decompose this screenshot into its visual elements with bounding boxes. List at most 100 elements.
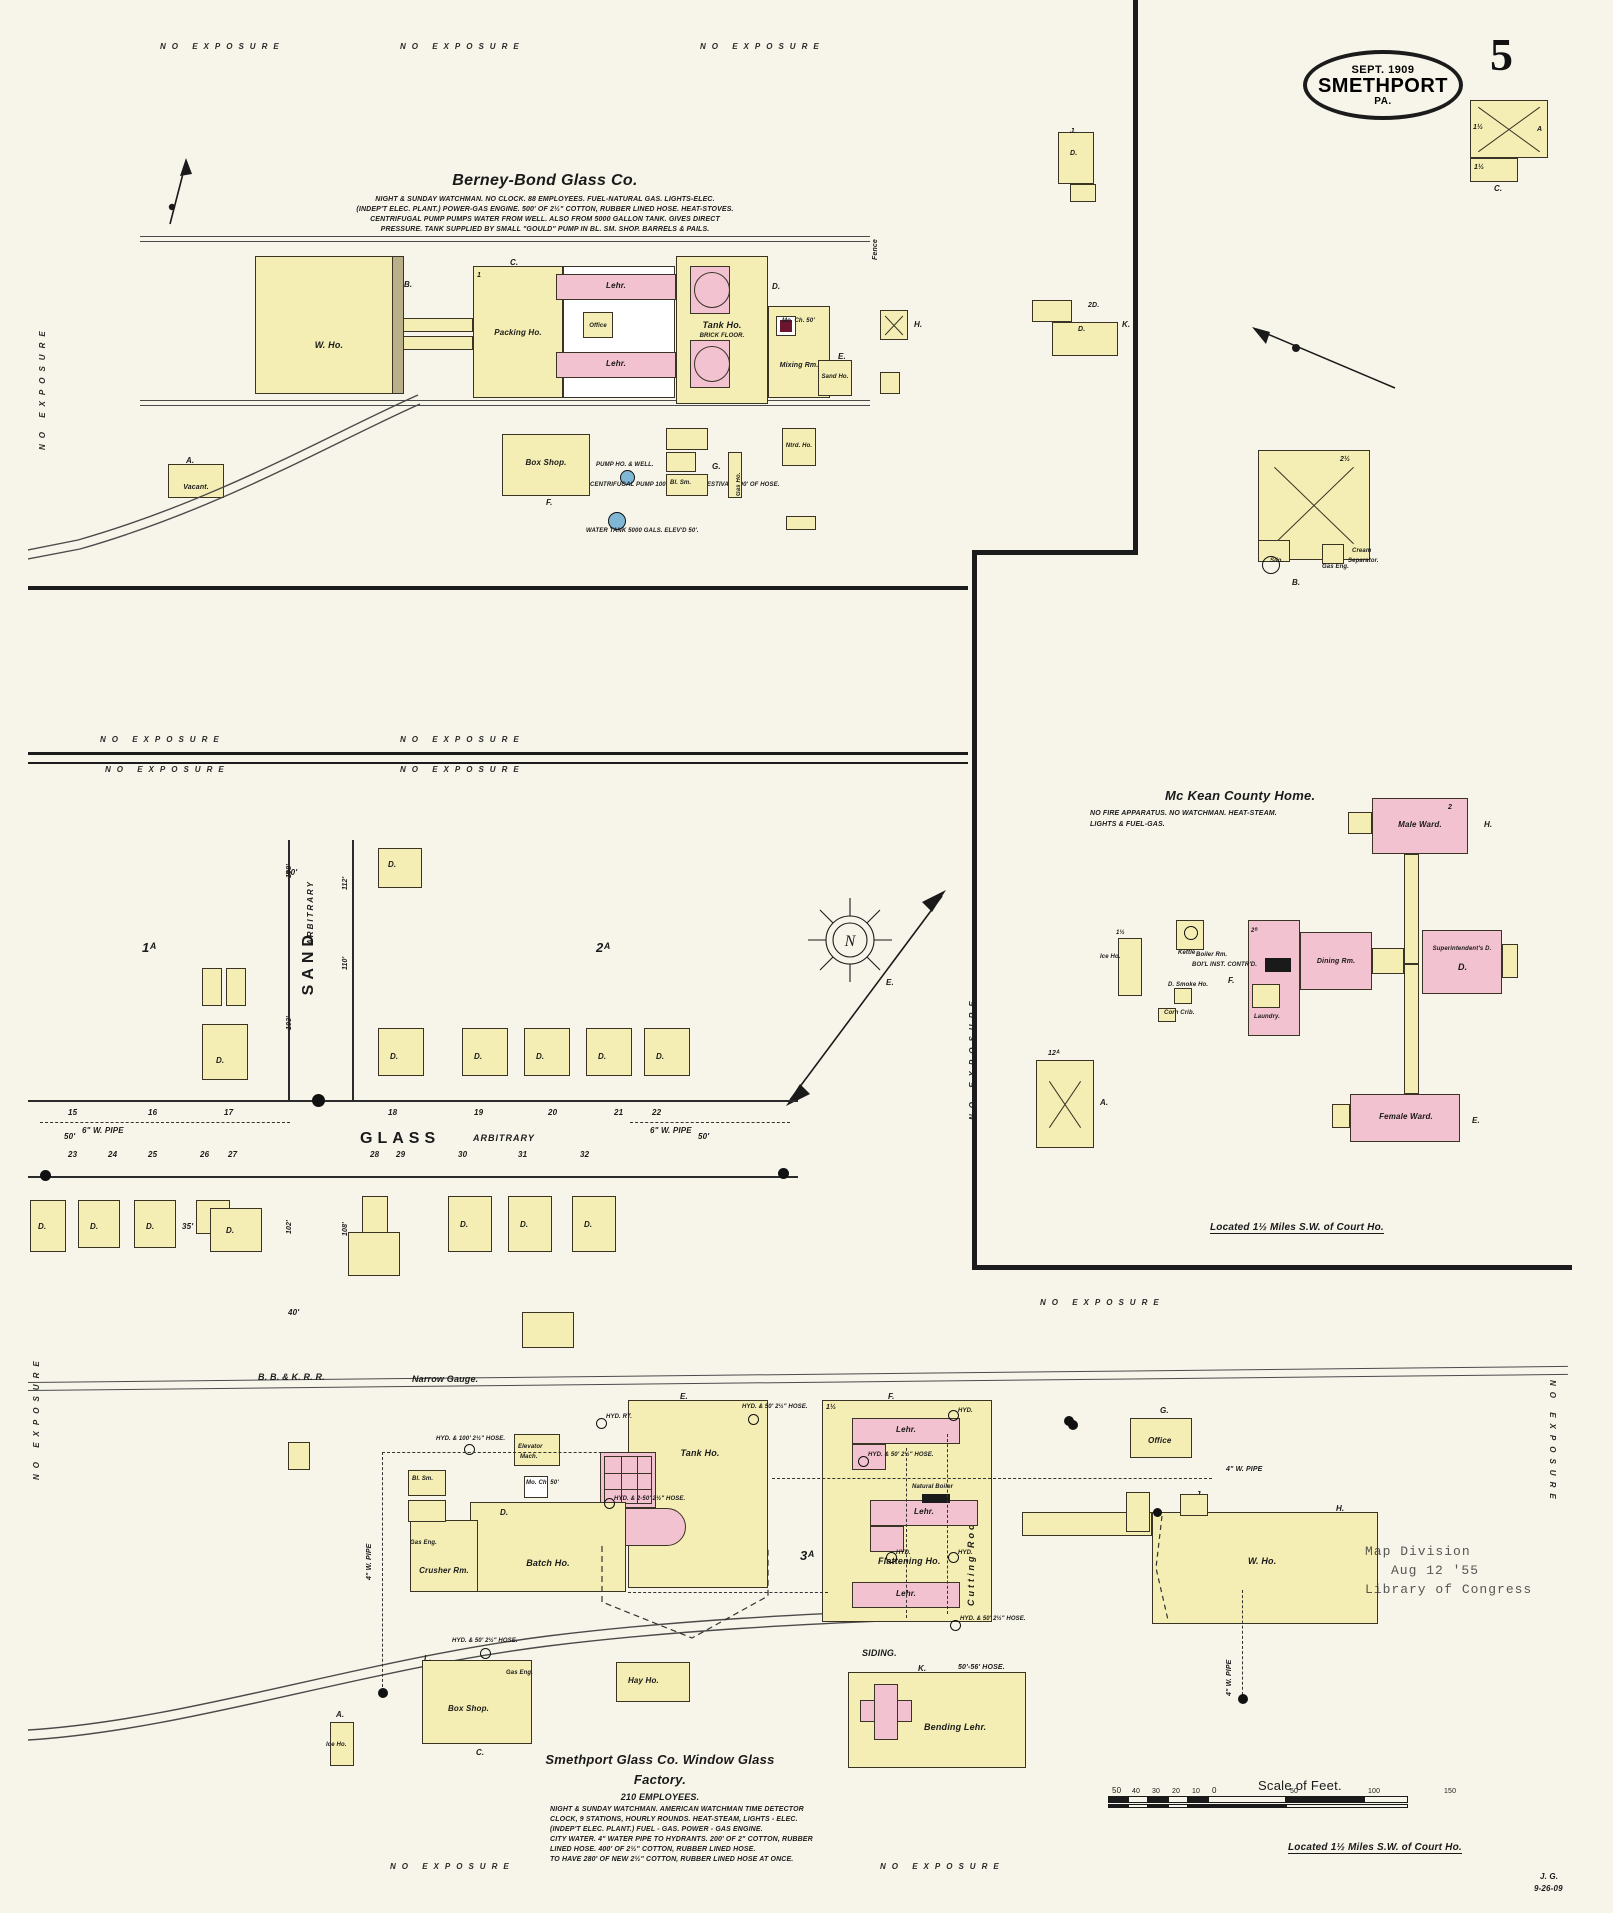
building-corner-frame (1470, 100, 1548, 158)
dwelling-2a-3 (462, 1028, 508, 1076)
dwelling-mark: D. (460, 1220, 469, 1229)
street-line-sand-east (352, 840, 354, 1102)
melting-tank-bottom (694, 346, 730, 382)
dwelling-mark: D. (598, 1052, 607, 1061)
building-label-vacant: Vacant. (183, 484, 209, 491)
section-letter-a2: A. (1100, 1098, 1109, 1107)
margin-no-exposure-top3: NO EXPOSURE (700, 42, 825, 51)
lot-number: 21 (614, 1108, 624, 1117)
label-gas-engine: Gas Eng. (1322, 564, 1349, 570)
berney-bond-title: Berney-Bond Glass Co. (452, 172, 638, 189)
label-cream-separator: Cream (1352, 548, 1372, 554)
building-label-hay-house: Hay Ho. (628, 1676, 659, 1685)
building-label-sg-warehouse: W. Ho. (1248, 1556, 1277, 1566)
label-sg-ice-house: Ice Ho. (326, 1742, 347, 1748)
section-letter-k3: K. (918, 1664, 927, 1673)
compass-east-label: E. (886, 978, 894, 987)
hydrant-note-8: HYD. & 100' 2½" HOSE. (436, 1436, 506, 1442)
pipe-label-4in-3: 4" W. PIPE (1226, 1659, 1233, 1697)
hydrant-note-9: HYD. & 50' 2½" HOSE. (742, 1404, 808, 1410)
building-height-mark: 1½ (1474, 164, 1485, 171)
section-letter-a3: A. (336, 1710, 345, 1719)
property-line-horizontal2 (972, 1265, 1572, 1270)
interior-partition-dashed (947, 1434, 948, 1614)
building-female-ward-porch (1332, 1104, 1350, 1128)
section-letter-f: F. (546, 498, 553, 507)
hydrant-note-3: HYD. (896, 1550, 911, 1556)
smethport-desc-4: CITY WATER. 4" WATER PIPE TO HYDRANTS. 2… (550, 1836, 813, 1843)
hydrant-icon (948, 1410, 959, 1421)
scale-tick-20: 20 (1172, 1788, 1181, 1795)
building-label-blacksmith: Bl. Sm. (670, 480, 692, 486)
corridor-junction (1126, 1492, 1150, 1532)
building-superintendent-porch (1502, 944, 1518, 978)
surveyor-initials: J. G. (1540, 1872, 1559, 1881)
water-pipe-line-2 (630, 1122, 790, 1123)
dwelling-1a-3 (202, 1024, 248, 1080)
margin-no-exposure-bottom: NO EXPOSURE (390, 1862, 515, 1871)
berney-bond-desc-4: PRESSURE. TANK SUPPLIED BY SMALL "GOULD"… (380, 226, 710, 233)
water-pipe-horizontal (382, 1452, 622, 1453)
building-male-ward (1372, 798, 1468, 854)
building-label-female-ward: Female Ward. (1379, 1112, 1433, 1121)
rail-line (140, 400, 870, 401)
building-label-superintendent: Superintendent's D. (1432, 946, 1492, 952)
map-city: SMETHPORT (1317, 74, 1449, 97)
building-top-right-1 (1058, 132, 1094, 184)
boiler-marker (1265, 958, 1291, 972)
dim-108: 108' (286, 864, 293, 878)
dwelling-lot-28b (348, 1232, 400, 1276)
dwelling-mark: D. (226, 1226, 235, 1235)
building-sg-ice-house (330, 1722, 354, 1766)
building-mark: J. (1070, 128, 1077, 135)
building-height-mark: 2½ (1340, 456, 1351, 463)
dim-103: 103' (286, 1016, 293, 1030)
lot-number: 31 (518, 1150, 528, 1159)
label-ice-house: Ice Ho. (1100, 954, 1121, 960)
building-label-sand: Sand Ho. (821, 374, 849, 380)
dwelling-lot-27 (210, 1208, 262, 1252)
building-sublabel-brick-floor: BRICK FLOOR. (699, 333, 745, 339)
building-label-sg-office: Office (1148, 1436, 1172, 1445)
library-of-congress-stamp: Map Division Aug 12 '55 Library of Congr… (1365, 1543, 1532, 1600)
bending-lehr-dimension: 50'-56' HOSE. (958, 1664, 1005, 1671)
lot-number: 29 (396, 1150, 406, 1159)
dwelling-1a-2 (226, 968, 246, 1006)
post-dot-2 (1068, 1420, 1078, 1430)
north-arrow-icon (168, 158, 192, 225)
street-corner-dot (312, 1094, 325, 1107)
svg-text:N: N (844, 933, 857, 950)
well-marker (620, 470, 635, 485)
interior-partition-dashed-2 (906, 1448, 907, 1618)
margin-no-exposure-left2: NO EXPOSURE (32, 1355, 41, 1480)
scale-bar (1108, 1796, 1408, 1808)
building-smoke-house (1174, 988, 1192, 1004)
building-top-right-2 (1070, 184, 1096, 202)
direction-arrow-icon (1252, 327, 1396, 389)
smethport-desc-3: (INDEP'T ELEC. PLANT.) FUEL - GAS. POWER… (550, 1826, 763, 1833)
smethport-glass-title-2: Factory. (633, 1772, 687, 1787)
hydrant-dot (40, 1170, 51, 1181)
section-letter-b2: B. (1292, 578, 1301, 587)
section-letter-k: K. (1122, 320, 1131, 329)
label-silo: Silo. (1270, 558, 1284, 564)
building-corn-crib (1158, 1008, 1176, 1022)
scale-tick-50: 50 (1112, 1786, 1122, 1795)
mckean-located-note: Located 1½ Miles S.W. of Court Ho. (1210, 1222, 1384, 1234)
mckean-home-title: Mc Kean County Home. (1165, 788, 1316, 803)
building-label-dining: Dining Rm. (1316, 958, 1356, 965)
building-sand-house (818, 360, 852, 396)
label-fence: Fence (872, 239, 879, 260)
dwelling-lot-32 (572, 1196, 616, 1252)
building-label-sg-lehr-2: Lehr. (914, 1507, 934, 1516)
building-elevator-machine (514, 1434, 560, 1466)
street-suffix-sand: ARBITRARY (306, 880, 315, 945)
railroad-gauge-label: Narrow Gauge. (412, 1374, 479, 1384)
lot-number: 28 (370, 1150, 380, 1159)
scale-tick-10: 10 (1192, 1788, 1201, 1795)
dwelling-lot-south (522, 1312, 574, 1348)
corridor-dining-link (1372, 948, 1404, 974)
section-letter-b: B. (404, 280, 413, 289)
hydrant-note-7: HYD. & 2-50' 2½" HOSE. (614, 1496, 686, 1502)
dim-110: 110' (342, 956, 349, 970)
